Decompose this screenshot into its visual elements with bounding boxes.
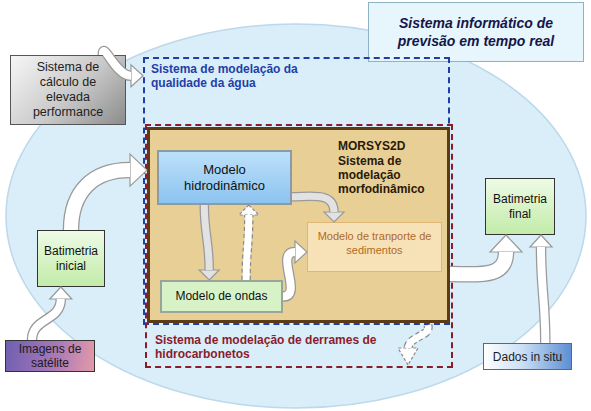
bathymetry-box: Batimetria final	[485, 178, 555, 235]
system-box: Sistema informático de previsão em tempo…	[368, 2, 584, 62]
dashed-arrow-head	[398, 348, 418, 365]
arrow-body	[204, 205, 209, 270]
box-label: Imagens de satélite	[14, 342, 86, 370]
arrow-head	[199, 270, 219, 280]
arrow-head	[490, 235, 522, 252]
arrow-outline	[450, 252, 506, 274]
input-box: Imagens de satélite	[5, 340, 95, 372]
arrow-head	[130, 154, 147, 186]
arrow-body	[283, 252, 295, 297]
arrow-body	[71, 170, 130, 230]
arrow-head	[324, 212, 344, 222]
dashed-arrow-outline	[408, 325, 428, 348]
connector-arrow	[199, 205, 219, 280]
model-box: Modelo hidrodinâmico	[157, 150, 292, 205]
water-quality-frame: Sistema de modelação da qualidade da águ…	[143, 57, 450, 325]
connector-arrow	[71, 154, 147, 230]
box-label: Dados in situ	[493, 350, 562, 364]
frame-label: Sistema de modelação da qualidade da águ…	[151, 62, 311, 90]
connector-arrow	[283, 241, 307, 297]
box-label: Batimetria inicial	[41, 244, 101, 274]
morphodynamic-box: MORSYS2DSistema de modelação morfodinâmi…	[147, 127, 450, 323]
arrow-head	[239, 205, 259, 215]
arrow-head	[530, 235, 552, 247]
arrow-head	[295, 241, 307, 263]
arrow-outline	[292, 196, 334, 212]
oil-spill-frame: Sistema de modelação de derrames de hidr…	[145, 124, 453, 368]
model-box: Modelo de ondas	[160, 280, 283, 313]
connector-arrow	[292, 196, 344, 222]
arrow-body	[32, 299, 61, 340]
bathymetry-box: Batimetria inicial	[37, 230, 105, 287]
arrow-body	[541, 247, 545, 343]
arrow-body	[103, 51, 131, 76]
model-label: Modelo de tranporte de sedimentos	[316, 229, 433, 257]
model-label: Modelo de ondas	[175, 289, 267, 304]
arrow-body	[450, 252, 506, 274]
system-ellipse	[6, 24, 586, 408]
frame-label: Sistema de modelação de derrames de hidr…	[155, 333, 400, 361]
arrow-outline	[103, 51, 131, 76]
arrow-outline	[246, 215, 249, 280]
arrow-outline	[283, 252, 295, 297]
connector-arrow	[103, 51, 143, 87]
dashed-arrow-body	[408, 325, 428, 348]
arrow-outline	[32, 299, 61, 340]
arrow-outline	[204, 205, 209, 270]
box-label: Batimetria final	[489, 192, 551, 222]
connector-arrow	[239, 205, 259, 280]
arrow-body	[292, 196, 334, 212]
arrow-outline	[71, 170, 130, 230]
system-title: Sistema informático de previsão em tempo…	[381, 14, 571, 50]
connector-arrow	[530, 235, 552, 343]
input-box: Dados in situ	[483, 343, 572, 370]
arrow-body	[246, 215, 249, 280]
arrow-outline	[541, 247, 545, 343]
compute-box: Sistema de cálculo de elevada performanc…	[10, 55, 126, 125]
model-label: Modelo hidrodinâmico	[173, 162, 276, 194]
connector-arrow	[32, 287, 72, 340]
system-description: Sistema de modelação morfodinâmico	[338, 154, 443, 196]
box-label: Sistema de cálculo de elevada performanc…	[23, 60, 113, 120]
model-box: Modelo de tranporte de sedimentos	[307, 222, 442, 272]
arrow-head	[131, 65, 143, 87]
arrow-head	[50, 287, 72, 299]
system-name: MORSYS2D	[338, 139, 405, 153]
connector-arrow	[450, 235, 522, 274]
